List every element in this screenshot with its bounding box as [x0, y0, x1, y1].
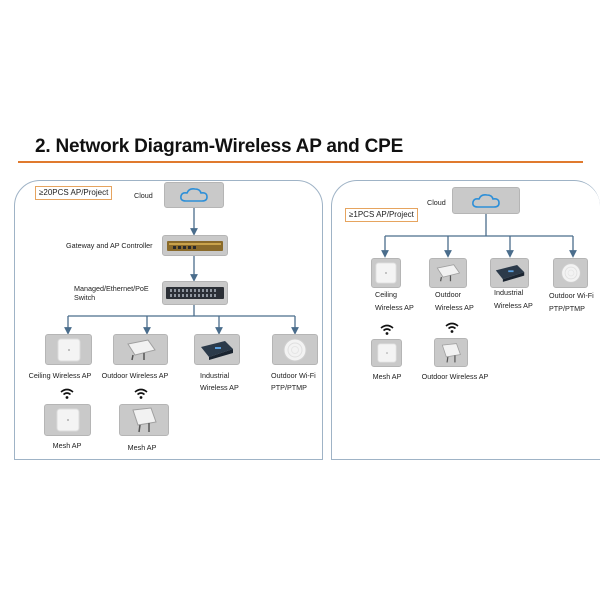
ceiling-ap-icon	[376, 343, 397, 363]
right-project-size-tag: ≥1PCS AP/Project	[345, 208, 418, 222]
ceiling-ap-label: Ceiling Wireless AP	[28, 371, 92, 380]
right-mesh-outdoor-ap-label: Outdoor Wireless AP	[421, 372, 489, 381]
cloud-icon	[472, 193, 500, 208]
right-outdoor-wifi-node	[553, 258, 588, 288]
right-cloud-label: Cloud	[427, 198, 446, 207]
industrial-ap-node	[194, 334, 240, 365]
page-title: 2. Network Diagram-Wireless AP and CPE	[35, 136, 404, 157]
title-divider	[18, 161, 583, 163]
right-outdoor-ap-label: Outdoor Wireless AP	[435, 290, 474, 312]
mesh-ap-label: Mesh AP	[52, 441, 82, 450]
switch-device-icon	[166, 287, 224, 299]
right-ceiling-ap-label: Ceiling Wireless AP	[375, 290, 414, 312]
dish-antenna-icon	[560, 263, 581, 283]
wifi-signal-icon	[60, 388, 74, 399]
outdoor-ap-icon	[126, 338, 156, 360]
small-project-panel	[331, 180, 600, 460]
wifi-signal-icon	[380, 324, 394, 335]
gateway-device-icon	[167, 240, 223, 251]
industrial-ap-label: Industrial Wireless AP	[200, 371, 239, 392]
wifi-signal-icon	[134, 388, 148, 399]
right-cloud-node	[452, 187, 520, 214]
cloud-icon	[180, 188, 208, 202]
mesh-ap-label: Mesh AP	[127, 443, 157, 452]
right-mesh-ap-node	[371, 339, 402, 367]
mesh-outdoor-ap-node	[119, 404, 169, 436]
industrial-ap-icon	[201, 340, 233, 360]
outdoor-ap-icon	[441, 342, 461, 363]
outdoor-ap-node	[113, 334, 168, 365]
cloud-node	[164, 182, 224, 208]
cloud-label: Cloud	[134, 191, 153, 200]
gateway-node	[162, 235, 228, 256]
outdoor-wifi-node	[272, 334, 318, 365]
switch-label: Managed/Ethernet/PoE Switch	[74, 284, 149, 302]
project-size-tag: ≥20PCS AP/Project	[35, 186, 113, 200]
dish-antenna-icon	[283, 338, 307, 361]
right-industrial-ap-node	[490, 258, 529, 288]
large-project-panel	[14, 180, 323, 460]
ceiling-ap-icon	[56, 408, 79, 432]
right-outdoor-ap-node	[429, 258, 467, 288]
switch-node	[162, 281, 228, 305]
outdoor-ap-icon	[436, 264, 461, 282]
right-mesh-ap-label: Mesh AP	[372, 372, 402, 381]
right-ceiling-ap-node	[371, 258, 401, 288]
right-industrial-ap-label: Industrial Wireless AP	[494, 288, 533, 310]
mesh-ap-node	[44, 404, 91, 436]
ceiling-ap-icon	[375, 262, 397, 284]
right-mesh-outdoor-ap-node	[434, 338, 468, 367]
industrial-ap-icon	[495, 265, 524, 282]
gateway-label: Gateway and AP Controller	[66, 241, 153, 250]
outdoor-wifi-label: Outdoor Wi-Fi PTP/PTMP	[271, 371, 316, 392]
wifi-signal-icon	[445, 322, 459, 333]
outdoor-ap-icon	[132, 407, 157, 433]
outdoor-ap-label: Outdoor Wireless AP	[101, 371, 169, 380]
right-outdoor-wifi-label: Outdoor Wi-Fi PTP/PTMP	[549, 291, 594, 313]
ceiling-ap-icon	[57, 338, 80, 361]
ceiling-ap-node	[45, 334, 92, 365]
